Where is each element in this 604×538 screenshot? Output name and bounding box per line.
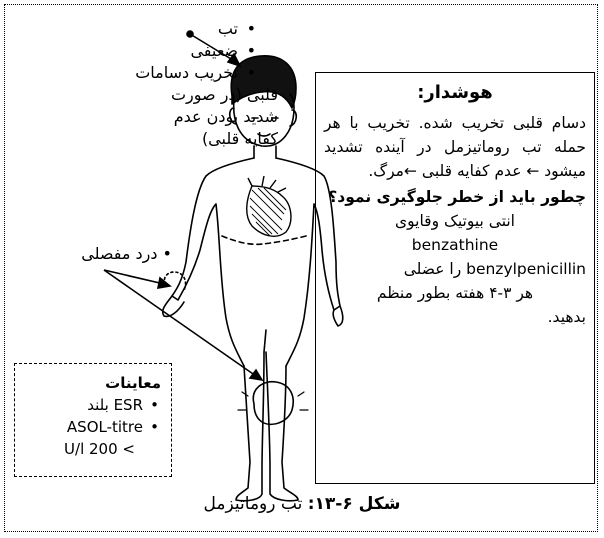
warning-body: دسام قلبی تخریب شده. تخریب با هر حمله تب… bbox=[324, 111, 586, 183]
exams-box: معاینات ESR بلند ASOL-titre > 200 U/l bbox=[14, 363, 172, 477]
symptom-item: ضعیفی bbox=[40, 40, 258, 62]
symptom-item-continuation: شدید بودن عدم bbox=[40, 106, 278, 128]
treatment-line: benzathine bbox=[324, 233, 586, 257]
child-body-outline bbox=[172, 158, 254, 366]
treatment-line: هر ۳-۴ هفته بطور منظم bbox=[324, 281, 586, 305]
joint-pain-label: • درد مفصلی bbox=[12, 243, 172, 265]
symptom-item-continuation: کفایه قلبی) bbox=[40, 128, 278, 150]
treatment-line: انتی بیوتیک وقایوی bbox=[324, 209, 586, 233]
exam-item-aso: ASOL-titre bbox=[23, 416, 161, 438]
exams-title: معاینات bbox=[23, 372, 161, 394]
treatment-line: بدهید. bbox=[324, 305, 586, 329]
figure-caption: شکل ۶-۱۳: تب روماتیزمل bbox=[0, 494, 604, 514]
exam-item-esr: ESR بلند bbox=[23, 394, 161, 416]
joint-pain-bullet: • bbox=[157, 244, 172, 263]
symptom-item: تب bbox=[40, 18, 258, 40]
prevention-question: چطور باید از خطر جلوگیری نمود؟ bbox=[324, 185, 586, 209]
warning-box: هوشدار: دسام قلبی تخریب شده. تخریب با هر… bbox=[315, 72, 595, 484]
swollen-knee bbox=[253, 382, 293, 425]
caption-text: تب روماتیزمل bbox=[204, 494, 308, 514]
child-legs bbox=[236, 352, 264, 501]
symptom-item: تخریب دسامات bbox=[40, 62, 258, 84]
warning-title: هوشدار: bbox=[324, 81, 586, 105]
symptom-list: تب ضعیفی تخریب دسامات قلبی (در صورت شدید… bbox=[40, 18, 258, 150]
heart-illustration bbox=[247, 176, 291, 236]
treatment-line: benzylpenicillin را عضلی bbox=[324, 257, 586, 281]
caption-label: شکل ۶-۱۳: bbox=[308, 494, 401, 514]
symptom-item-continuation: قلبی (در صورت bbox=[40, 84, 278, 106]
joint-arrow-knee bbox=[104, 270, 256, 376]
exam-item-aso-value: > 200 U/l bbox=[23, 438, 161, 460]
